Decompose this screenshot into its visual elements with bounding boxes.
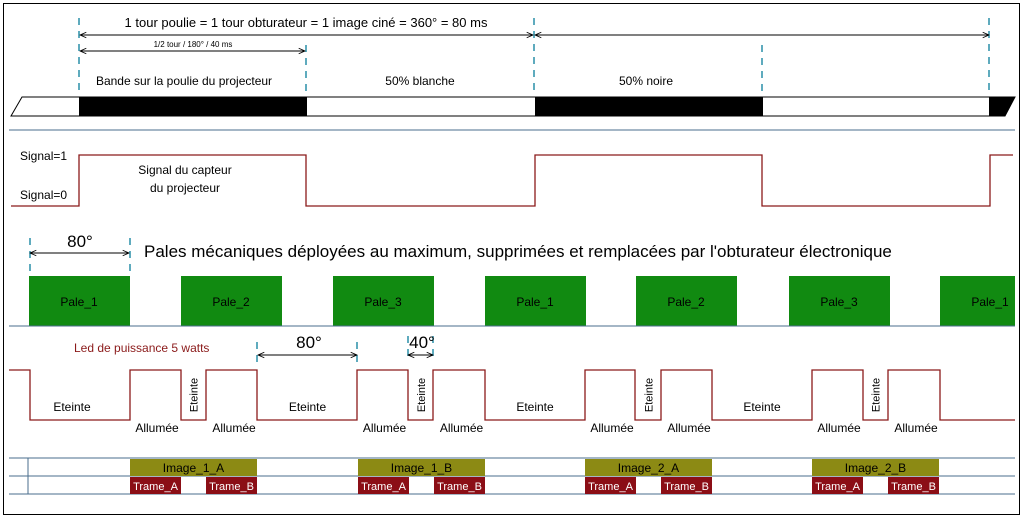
blade-label: Pale_3 (364, 295, 402, 309)
led-on-label: Allumée (894, 421, 938, 435)
led-title: Led de puissance 5 watts (74, 341, 209, 355)
trame-a-block (585, 477, 636, 494)
band-white-label: 50% blanche (385, 74, 455, 88)
header-title: 1 tour poulie = 1 tour obturateur = 1 im… (125, 15, 488, 30)
dashed-guide-lines (29, 18, 990, 362)
blade-label: Pale_3 (820, 295, 858, 309)
image-label: Image_2_A (618, 461, 679, 475)
led-off-vertical-label: Eteinte (416, 378, 428, 412)
led-on-label: Allumée (363, 421, 407, 435)
blades-caption: Pales mécaniques déployées au maximum, s… (144, 242, 892, 261)
led-on-label: Allumée (817, 421, 861, 435)
trame-b-block (888, 477, 939, 494)
trame-b-block (661, 477, 712, 494)
led-on-label: Allumée (590, 421, 634, 435)
led-on-label: Allumée (212, 421, 256, 435)
image-block (358, 459, 485, 476)
blade-label: Pale_2 (212, 295, 250, 309)
blade-7 (940, 276, 1015, 326)
outer-border (3, 3, 1020, 515)
led-off-label: Eteinte (516, 400, 554, 414)
trame-b-label: Trame_B (209, 481, 254, 493)
signal-caption-1: Signal du capteur (138, 163, 231, 177)
blade-label: Pale_1 (516, 295, 554, 309)
image-block (812, 459, 939, 476)
trame-a-block (358, 477, 409, 494)
trame-b-label: Trame_B (437, 481, 482, 493)
led-on-label: Allumée (135, 421, 179, 435)
frame-rows: Image_1_A Trame_A Trame_B Image_1_B Trame_A T… (9, 457, 1015, 495)
led-on-label: Allumée (667, 421, 711, 435)
blade-4 (485, 276, 586, 326)
trame-a-label: Trame_A (133, 481, 178, 493)
band-black-segment-2 (535, 97, 763, 116)
trame-a-block (130, 477, 181, 494)
led-angle-40-label: 40° (409, 333, 435, 352)
band-black-segment-3 (989, 97, 1015, 116)
blade-2 (181, 276, 282, 326)
half-turn-label: 1/2 tour / 180° / 40 ms (154, 40, 233, 49)
led-off-label: Eteinte (289, 400, 327, 414)
led-off-vertical-label: Eteinte (871, 378, 883, 412)
signal-high-label: Signal=1 (20, 149, 67, 163)
trame-a-label: Trame_A (361, 481, 406, 493)
trame-a-label: Trame_A (815, 481, 860, 493)
sensor-signal-waveform (11, 154, 1013, 207)
blade-row: Pale_1 Pale_2 Pale_3 Pale_1 Pale_2 Pale_3 Pale… (29, 276, 1015, 326)
blade-3 (333, 276, 434, 326)
led-waveform (9, 369, 1015, 421)
band-black-label: 50% noire (619, 74, 673, 88)
blade-angle-label: 80° (67, 232, 93, 251)
led-angle-80-label: 80° (296, 333, 322, 352)
image-block (585, 459, 712, 476)
band-label: Bande sur la poulie du projecteur (96, 74, 272, 88)
blade-label: Pale_1 (971, 295, 1009, 309)
trame-b-block (206, 477, 257, 494)
led-off-label: Eteinte (743, 400, 781, 414)
image-label: Image_1_B (391, 461, 452, 475)
led-on-label: Allumée (440, 421, 484, 435)
trame-b-label: Trame_B (891, 481, 936, 493)
image-label: Image_1_A (163, 461, 224, 475)
image-label: Image_2_B (845, 461, 906, 475)
trame-a-label: Trame_A (588, 481, 633, 493)
blade-label: Pale_2 (667, 295, 705, 309)
blade-1 (29, 276, 130, 326)
blade-label: Pale_1 (60, 295, 98, 309)
blade-6 (789, 276, 890, 326)
trame-a-block (812, 477, 863, 494)
blade-5 (636, 276, 737, 326)
led-off-vertical-label: Eteinte (644, 378, 656, 412)
trame-b-label: Trame_B (664, 481, 709, 493)
band-black-segment-1 (79, 97, 307, 116)
led-off-vertical-label: Eteinte (189, 378, 201, 412)
led-off-label: Eteinte (53, 400, 91, 414)
image-block (130, 459, 257, 476)
trame-b-block (434, 477, 485, 494)
signal-caption-2: du projecteur (150, 181, 220, 195)
signal-low-label: Signal=0 (20, 188, 67, 202)
